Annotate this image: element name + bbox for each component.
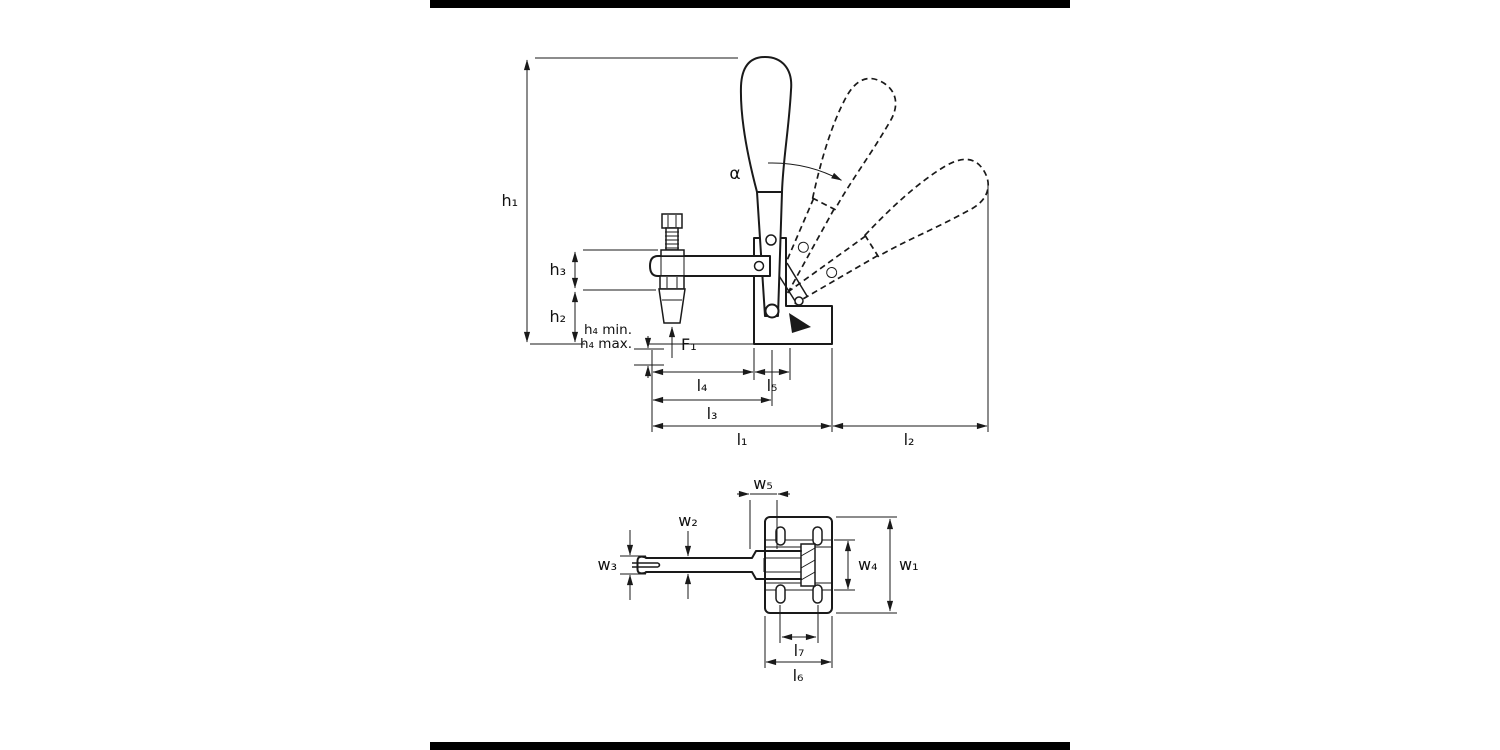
handle-grip: [739, 56, 793, 193]
handle-hole-dashed-1: [797, 241, 809, 253]
dim-label-l7: l₇: [794, 641, 805, 660]
dim-w5: w₅: [737, 474, 790, 549]
dim-w2: w₂: [678, 511, 698, 599]
dim-label-l1: l₁: [737, 430, 748, 449]
dim-l4: l₄: [652, 368, 754, 395]
dim-h2: h₂: [549, 291, 579, 343]
mounting-slot: [812, 584, 823, 604]
dim-w3: w₃: [598, 530, 646, 600]
dim-l1: l₁: [652, 422, 832, 449]
handle-hole-dashed-2: [826, 267, 838, 279]
mounting-slot: [775, 584, 786, 604]
dim-w4: w₄: [834, 539, 878, 591]
dim-label-h4-min: h₄ min.: [584, 322, 632, 338]
dim-l2: l₂: [832, 422, 988, 449]
dim-label-h3: h₃: [549, 260, 566, 279]
mounting-plate: [764, 516, 833, 614]
mounting-slot: [812, 526, 823, 546]
thread-lines: [665, 231, 679, 249]
angle-arc: [767, 162, 842, 181]
base-rails: [766, 539, 831, 591]
clamp-arm-top-view: [632, 550, 802, 580]
dim-label-h1: h₁: [501, 191, 518, 210]
dim-label-l6: l₆: [793, 666, 804, 685]
dim-label-h2: h₂: [549, 307, 566, 326]
dim-label-w1: w₁: [899, 555, 919, 574]
dim-l5: l₅: [754, 368, 790, 395]
spindle-top-nut: [661, 213, 683, 229]
handle-dashed-position-2: [765, 158, 989, 318]
side-view: α h₁ h₃ h₂ h₄ min. h₄ max.: [501, 56, 989, 449]
top-view: w₅ w₂ w₃ w₄ w₁: [598, 474, 919, 685]
dim-label-l3: l₃: [707, 404, 718, 423]
spindle-washer: [660, 249, 685, 257]
dim-h1: h₁: [501, 57, 738, 345]
dim-f1: F₁: [668, 326, 697, 358]
link-pin: [794, 296, 804, 306]
spindle-threaded-rod: [665, 227, 679, 251]
dim-lengths-side: l₄ l₅ l₃ l₁ l₂: [651, 180, 989, 449]
dim-label-w2: w₂: [678, 511, 698, 530]
arm-fork-slot: [632, 562, 661, 568]
main-pivot: [764, 303, 780, 319]
hatch-lines: [800, 547, 816, 581]
dim-l3: l₃: [652, 396, 772, 423]
bottom-border-bar: [430, 742, 1070, 750]
dim-label-h4-max: h₄ max.: [580, 336, 632, 352]
mounting-slot: [775, 526, 786, 546]
lever-cross-section: [800, 543, 816, 587]
dim-label-w4: w₄: [858, 555, 878, 574]
dim-alpha: α: [729, 162, 842, 184]
dim-label-f1: F₁: [681, 335, 697, 354]
arm-pivot-pin: [753, 260, 765, 272]
dim-label-l5: l₅: [767, 376, 778, 395]
top-border-bar: [430, 0, 1070, 8]
dim-h4: h₄ min. h₄ max.: [580, 322, 664, 378]
spindle: [658, 213, 686, 324]
spindle-lock-nut: [659, 275, 685, 290]
dim-label-l4: l₄: [697, 376, 708, 395]
dim-label-alpha: α: [729, 164, 740, 184]
dim-w1: w₁: [836, 516, 919, 614]
toggle-link: [775, 262, 811, 333]
handle: [739, 56, 793, 319]
handle-hole: [765, 234, 777, 246]
lever-tip-wedge: [789, 313, 811, 333]
dim-h3: h₃: [549, 249, 658, 291]
dim-label-w3: w₃: [598, 555, 618, 574]
clamp-arm: [649, 255, 771, 277]
dim-label-l2: l₂: [904, 430, 915, 449]
dim-l7: l₇: [779, 605, 819, 660]
arm-fork-tip: [636, 555, 648, 575]
dim-label-w5: w₅: [753, 474, 773, 493]
pressure-foot: [658, 288, 686, 324]
dim-l6: l₆: [764, 616, 833, 685]
